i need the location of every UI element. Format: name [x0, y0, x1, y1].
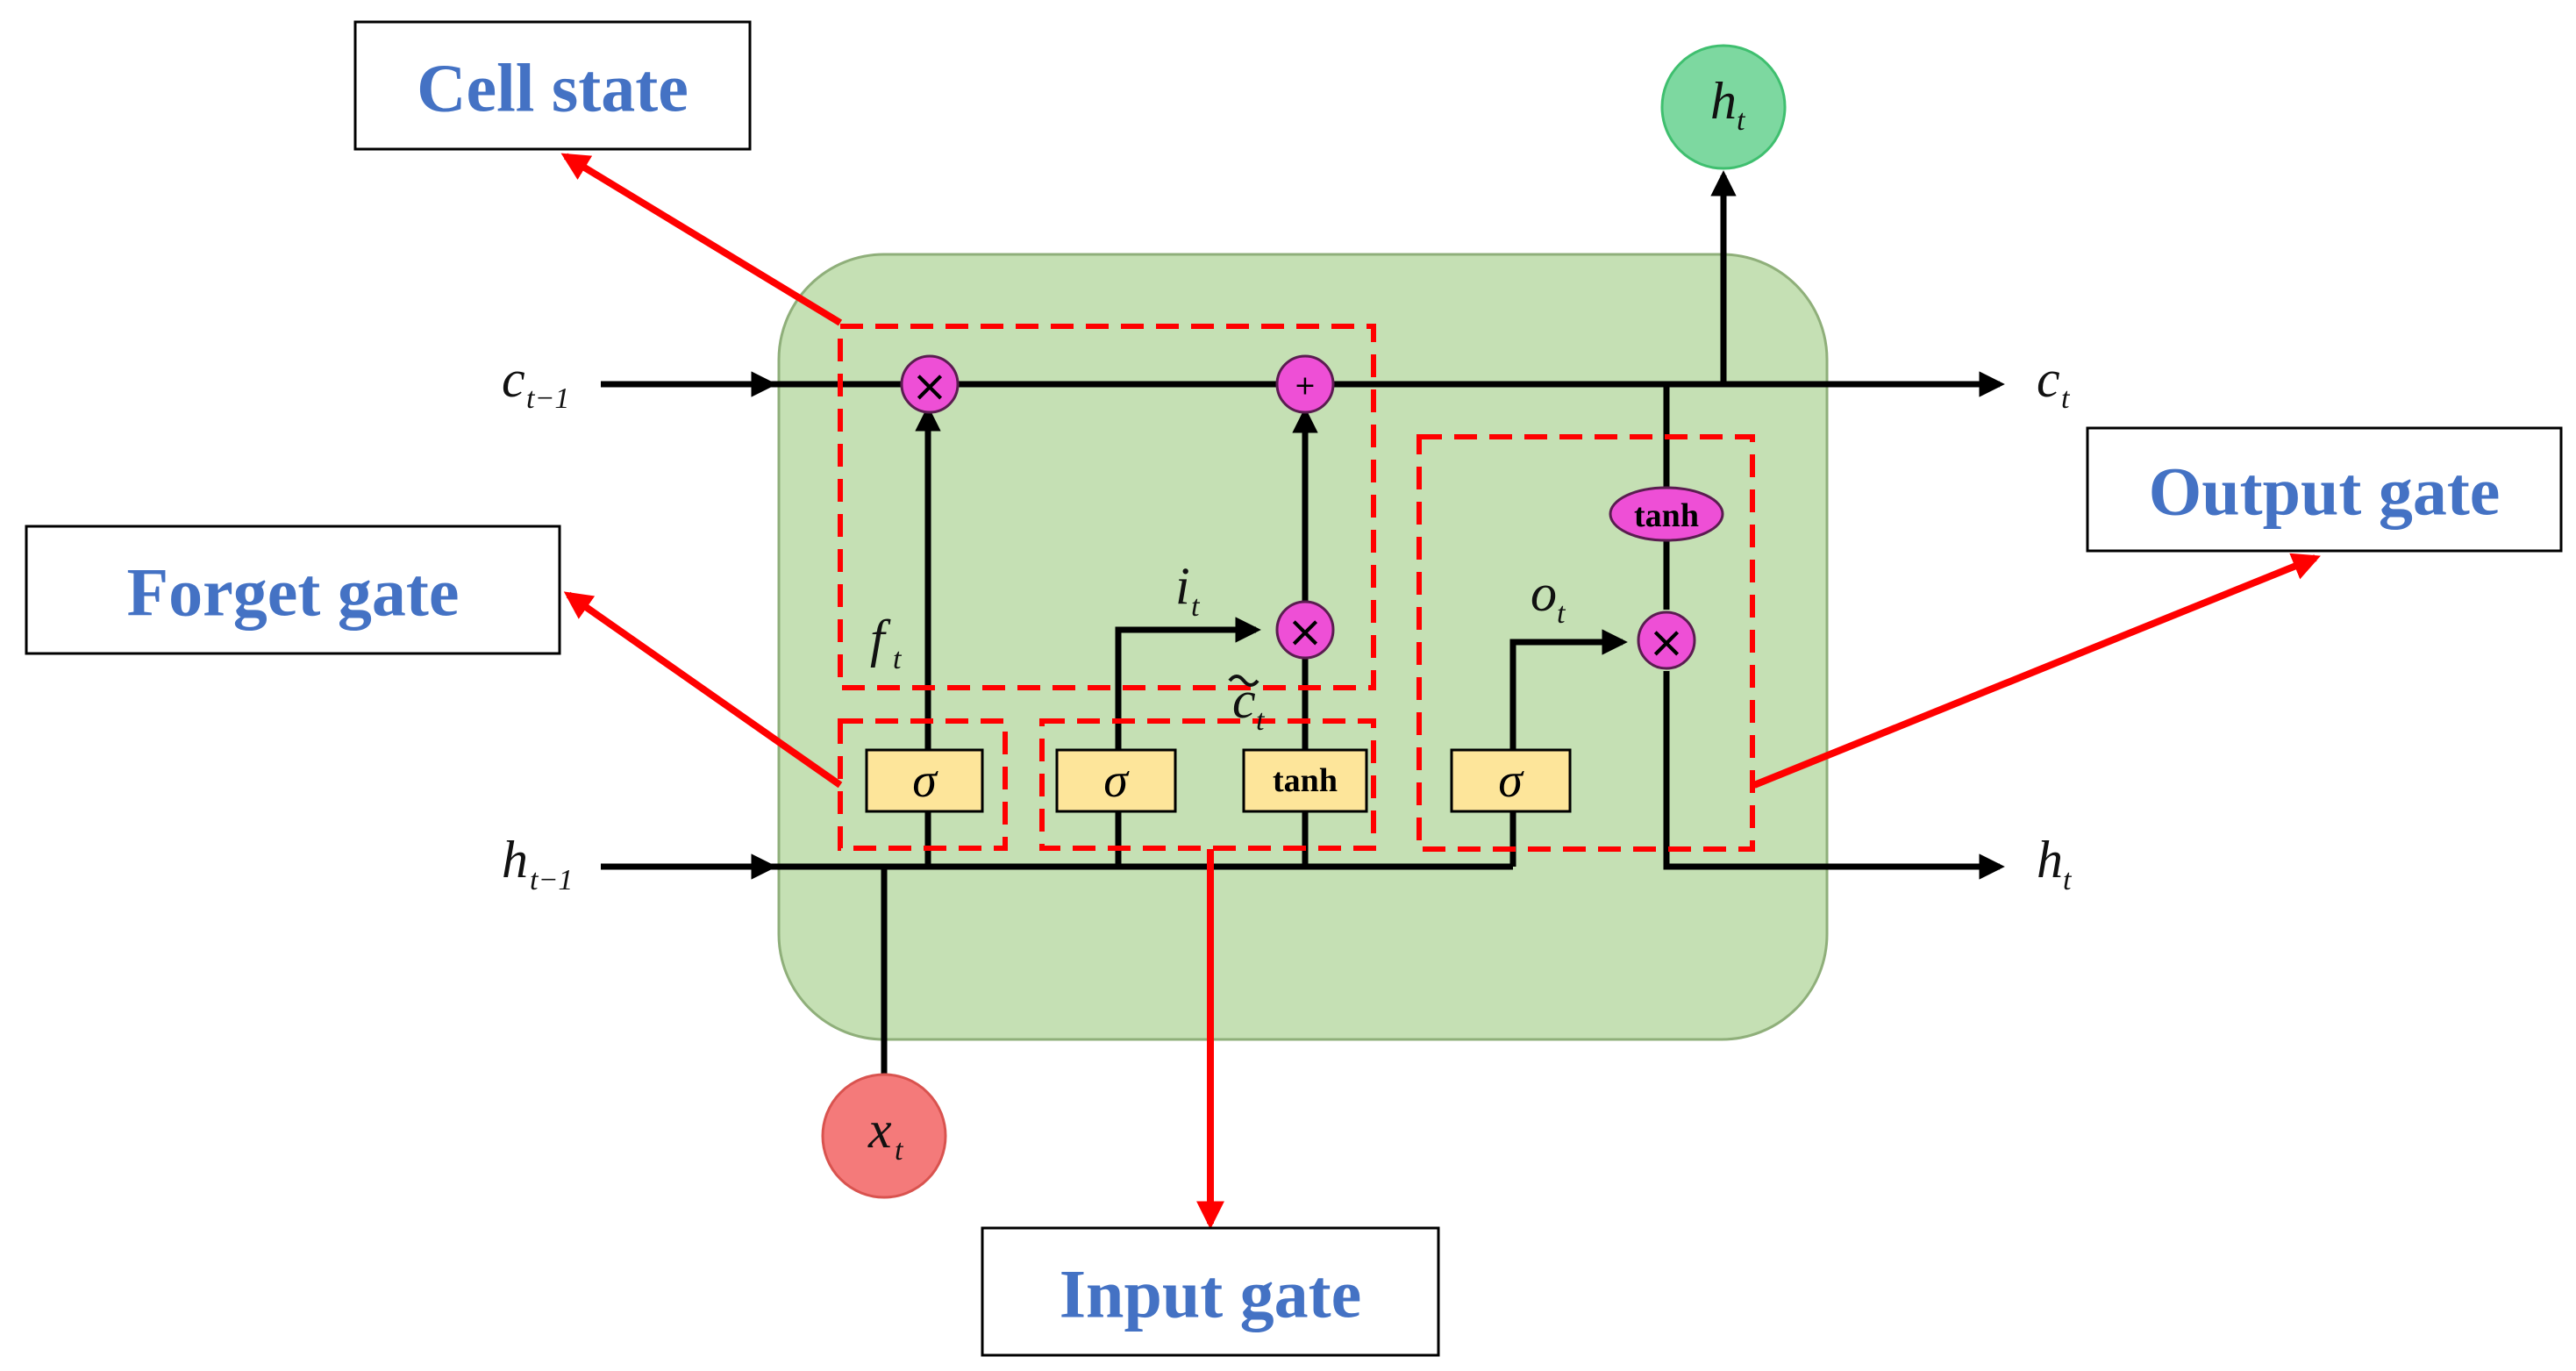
cell-add-op: +	[1275, 354, 1335, 414]
cell-state-arrow	[560, 153, 843, 326]
h-prev-label: h t−1	[502, 831, 573, 896]
svg-text:i: i	[1175, 557, 1190, 615]
svg-text:o: o	[1531, 564, 1557, 622]
svg-text:h: h	[1710, 72, 1737, 130]
svg-text:t: t	[1557, 597, 1566, 630]
svg-text:×: ×	[1648, 617, 1685, 668]
i-t-label: i t	[1175, 557, 1201, 623]
svg-text:c: c	[2037, 350, 2060, 408]
svg-text:t−1: t−1	[530, 864, 573, 896]
input-multiply-op: ×	[1275, 600, 1335, 660]
svg-text:t: t	[1256, 704, 1266, 737]
svg-text:+: +	[1294, 371, 1316, 402]
input-gate-region	[1039, 718, 1376, 851]
cell-tanh-ellipse: tanh	[1609, 486, 1724, 542]
output-h-node: h t	[1660, 44, 1787, 170]
svg-text:t: t	[1191, 590, 1201, 623]
svg-text:Output gate: Output gate	[2149, 453, 2501, 530]
input-x-node: x t	[821, 1073, 947, 1199]
forget-sigmoid-box: σ	[865, 748, 984, 813]
svg-text:tanh: tanh	[1634, 497, 1699, 534]
o-t-label: o t	[1531, 564, 1566, 630]
c-tilde-label: c t	[1228, 671, 1266, 737]
input-sigmoid-box: σ	[1055, 748, 1177, 813]
candidate-tanh-box: tanh	[1242, 748, 1368, 813]
cell-state-region	[838, 324, 1376, 690]
forget-multiply-op: ×	[900, 354, 960, 414]
svg-text:σ: σ	[1103, 753, 1130, 808]
hidden-state-output	[1663, 671, 2005, 880]
svg-text:σ: σ	[912, 753, 938, 808]
svg-text:c: c	[502, 350, 525, 408]
svg-text:t: t	[895, 1134, 904, 1167]
cell-state-label: Cell state	[353, 20, 752, 151]
output-gate-arrow	[1752, 553, 2321, 789]
svg-text:h: h	[2037, 831, 2063, 889]
forget-gate-arrow	[563, 591, 843, 789]
svg-text:Forget gate: Forget gate	[127, 554, 460, 631]
svg-text:x: x	[867, 1101, 892, 1159]
output-gate-region	[1416, 434, 1755, 852]
output-o-path	[1509, 629, 1628, 750]
input-gate-label: Input gate	[981, 1226, 1440, 1357]
svg-text:×: ×	[1287, 606, 1324, 657]
svg-text:tanh: tanh	[1273, 762, 1338, 799]
input-i-path	[1115, 617, 1261, 750]
svg-text:t: t	[1737, 104, 1746, 137]
svg-text:Cell state: Cell state	[417, 50, 689, 126]
svg-text:t−1: t−1	[526, 382, 569, 415]
svg-text:t: t	[2061, 382, 2071, 415]
output-multiply-op: ×	[1637, 611, 1696, 670]
svg-text:Input gate: Input gate	[1060, 1256, 1362, 1332]
h-t-label: h t	[2037, 831, 2073, 896]
svg-text:t: t	[893, 643, 903, 675]
svg-text:×: ×	[911, 361, 948, 411]
forget-gate-region	[838, 718, 1008, 851]
output-gate-label: Output gate	[2086, 426, 2563, 553]
svg-text:h: h	[502, 831, 528, 889]
svg-text:t: t	[2063, 864, 2073, 896]
forget-gate-label: Forget gate	[25, 525, 561, 655]
output-sigmoid-box: σ	[1450, 748, 1572, 813]
svg-text:σ: σ	[1498, 753, 1524, 808]
c-prev-label: c t−1	[502, 350, 569, 415]
c-t-label: c t	[2037, 350, 2071, 415]
